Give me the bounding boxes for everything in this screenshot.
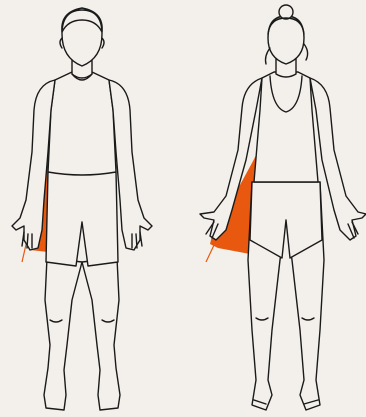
female-torso xyxy=(254,72,318,182)
male-head xyxy=(62,10,102,66)
female-head xyxy=(268,16,304,64)
male-left-leg xyxy=(44,258,82,410)
female-hair-bun xyxy=(279,5,293,19)
female-figure xyxy=(200,5,366,410)
male-right-leg xyxy=(82,258,120,410)
male-figure xyxy=(12,8,152,410)
male-shorts xyxy=(46,172,118,266)
male-torso xyxy=(48,72,116,175)
female-hips xyxy=(250,182,322,258)
